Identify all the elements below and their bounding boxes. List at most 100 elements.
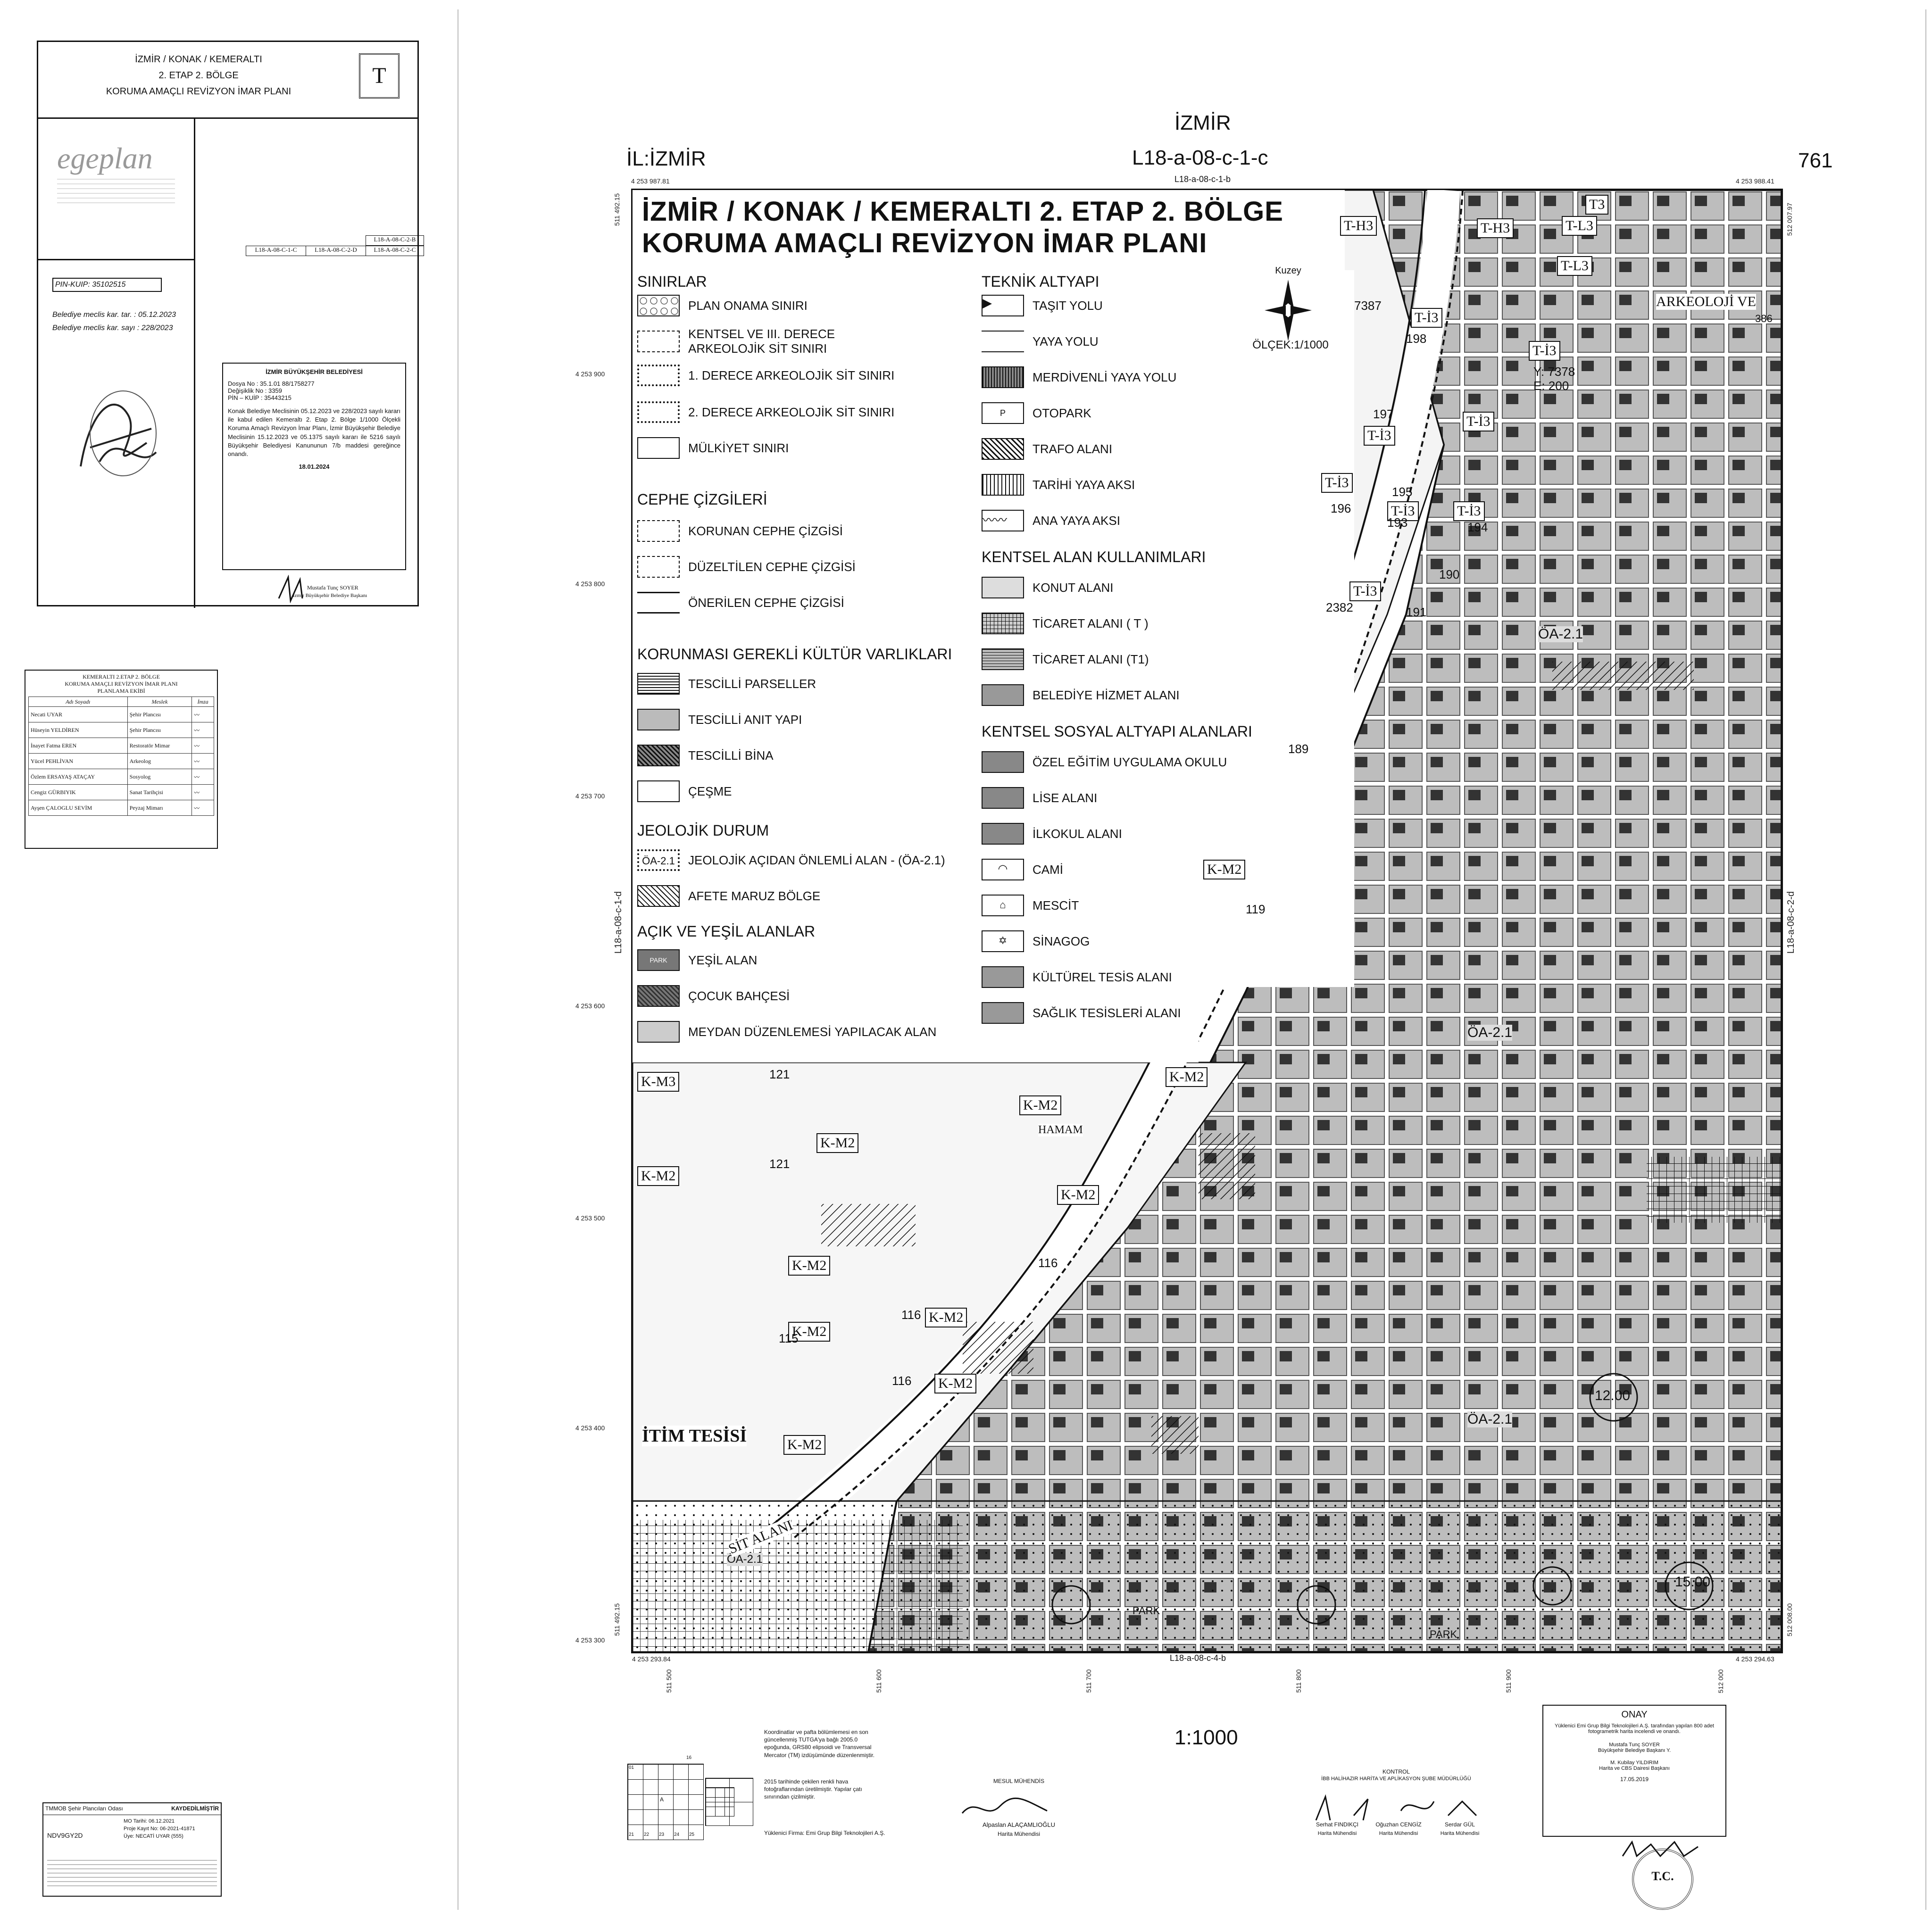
team-name: Necati UYAR (28, 706, 128, 722)
parcel-number: 116 (892, 1374, 912, 1388)
parcel-number: 386 (1755, 313, 1773, 324)
index-num: 16 (686, 1755, 692, 1760)
parcel-number: 115 (779, 1331, 799, 1345)
lat-tick: 4 253 600 (575, 1002, 605, 1010)
team-sign: 〰 (192, 784, 214, 800)
oa-label: ÖA-2.1 (1538, 626, 1583, 642)
kontrol-name-2: Oğuzhan CENGİZ (1375, 1821, 1422, 1828)
team-job: Şehir Plancısı (127, 706, 192, 722)
zone-label: T-H3 (1477, 218, 1514, 238)
coord-note: Koordinatlar ve pafta bölümlemesi en son… (764, 1729, 875, 1758)
health-icon (982, 1002, 1024, 1024)
planning-team: KEMERALTI 2.ETAP 2. BÖLGE KORUMA AMAÇLI … (25, 670, 218, 849)
map-il: İL:İZMİR (626, 147, 706, 170)
legend-kultur-title: KORUNMASI GEREKLİ KÜLTÜR VARLIKLARI (637, 646, 952, 663)
pedestrian-road-icon (982, 331, 1024, 352)
team-name: Hüseyin YELDİREN (28, 722, 128, 738)
zone-label: K-M2 (934, 1374, 977, 1393)
legend-label: SİNAGOG (1033, 934, 1090, 948)
site-2-boundary-icon (637, 401, 680, 423)
commercial-t1-icon (982, 648, 1024, 670)
transformer-icon (982, 438, 1024, 460)
legend-label: JEOLOJİK AÇIDAN ÖNLEMLİ ALAN - (ÖA-2.1) (688, 853, 945, 867)
kontrol-job-3: Harita Mühendisi (1440, 1831, 1480, 1836)
legend-item: AFETE MARUZ BÖLGE (637, 885, 820, 907)
legend-teknik-title: TEKNİK ALTYAPI (982, 273, 1099, 290)
level-marker (1589, 1373, 1638, 1422)
lat-tick: 4 253 700 (575, 792, 605, 800)
legend-label: ÇEŞME (688, 784, 732, 798)
registered-parcel (963, 1322, 1033, 1374)
legend-label: KONUT ALANI (1033, 580, 1114, 595)
tmmob-head2: KAYDEDİLMİŞTİR (171, 1805, 219, 1812)
legend-item: KENTSEL VE III. DERECE ARKEOLOJİK SİT SI… (637, 327, 858, 356)
team-sign: 〰 (192, 706, 214, 722)
parcel-number: 196 (1331, 501, 1351, 515)
index-num: 23 (659, 1832, 665, 1837)
team-sign: 〰 (192, 722, 214, 738)
legend-jeoloji-title: JEOLOJİK DURUM (637, 822, 769, 839)
legend-label: 1. DERECE ARKEOLOJİK SİT SINIRI (688, 368, 895, 382)
meclis-tarih: Belediye meclis kar. tar. : 05.12.2023 (52, 311, 176, 319)
title-block: İZMİR / KONAK / KEMERALTI 2. ETAP 2. BÖL… (37, 41, 424, 608)
level-marker (1665, 1561, 1714, 1610)
legend-item: KORUNAN CEPHE ÇİZGİSİ (637, 520, 843, 542)
legend-label: TESCİLLİ BİNA (688, 748, 774, 763)
legend-item: 〰〰ANA YAYA AKSI (982, 510, 1120, 531)
legend-label: MESCİT (1033, 898, 1079, 912)
team-header-job: Meslek (127, 697, 192, 707)
legend-item: ÖZEL EĞİTİM UYGULAMA OKULU (982, 751, 1227, 773)
level-number: 12.00 (1595, 1388, 1631, 1403)
synagogue-icon: ✡ (982, 930, 1024, 952)
lat-tick: 4 253 500 (575, 1214, 605, 1222)
sheet-index-table: L18-A-08-C-2-B L18-A-08-C-1-C L18-A-08-C… (246, 235, 425, 257)
playground-icon (637, 985, 680, 1007)
plan-title: İZMİR / KONAK / KEMERALTI 2. ETAP 2. BÖL… (633, 190, 1345, 275)
level-marker (1532, 1566, 1572, 1606)
kontrol-org: İBB HALİHAZIR HARİTA VE APLİKASYON ŞUBE … (1321, 1776, 1471, 1782)
team-sign: 〰 (192, 769, 214, 785)
team-job: Arkeolog (127, 753, 192, 769)
egeplan-stamp-lines (57, 179, 175, 207)
team-job: Sosyolog (127, 769, 192, 785)
legend-item: ✡ SİNAGOG (982, 930, 1090, 952)
pin-section: PIN-KUIP: 35102515 Belediye meclis kar. … (38, 259, 195, 608)
north-label: Kuzey (1275, 265, 1301, 276)
team-sign: 〰 (192, 800, 214, 816)
legend-item: İLKOKUL ALANI (982, 823, 1122, 845)
zone-label: K-M2 (1057, 1185, 1099, 1205)
stamp-date: 18.01.2024 (299, 463, 330, 471)
legend-label: AFETE MARUZ BÖLGE (688, 888, 821, 903)
kontrol-job-2: Harita Mühendisi (1379, 1831, 1418, 1836)
corrected-facade-icon (637, 556, 680, 578)
zone-label: T-İ3 (1463, 412, 1494, 431)
coord-top-left: 4 253 987.81 (631, 177, 670, 185)
legend-label: KÜLTÜREL TESİS ALANI (1033, 970, 1172, 984)
legend-item: SAĞLIK TESİSLERİ ALANI (982, 1002, 1181, 1024)
team-job: Peyzaj Mimarı (127, 800, 192, 816)
title-line-3: KORUMA AMAÇLI REVİZYON İMAR PLANI (106, 86, 291, 97)
parcel-number: 7387 (1354, 299, 1382, 313)
lat-tick: 4 253 300 (575, 1636, 605, 1644)
team-header-name: Adı Soyadı (28, 697, 128, 707)
fountain-icon (637, 780, 680, 802)
legend-item: ▶TAŞIT YOLU (982, 295, 1103, 316)
tmmob-fineprint (47, 1860, 217, 1888)
registered-parcel (1552, 662, 1694, 690)
index-num: 01 (629, 1765, 634, 1770)
sheet-right: L18-a-08-c-2-d (1786, 891, 1796, 954)
legend-label: TESCİLLİ PARSELLER (688, 676, 816, 691)
green-area-icon: PARK (637, 949, 680, 971)
north-arrow-icon (1265, 280, 1312, 341)
coordinate-readout: E: 200 (1533, 379, 1569, 393)
site-1-boundary-icon (637, 365, 680, 386)
registered-parcel (1151, 1416, 1199, 1454)
legend-label: TARİHİ YAYA AKSI (1033, 477, 1135, 492)
zone-label: T-İ3 (1349, 581, 1381, 601)
coord-note-2: 2015 tarihinde çekilen renkli hava fotoğ… (764, 1778, 862, 1800)
team-job: Şehir Plancısı (127, 722, 192, 738)
parcel-number: 121 (769, 1067, 790, 1081)
